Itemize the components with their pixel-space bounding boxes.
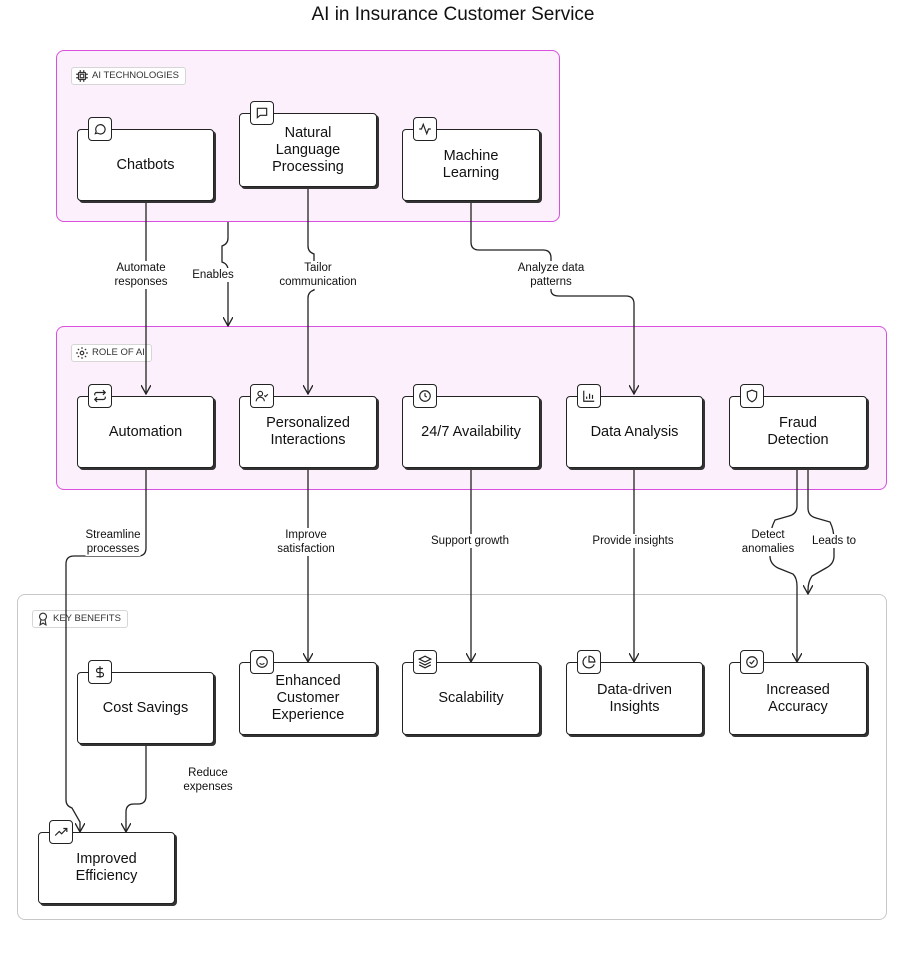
group-label-text: AI TECHNOLOGIES	[92, 70, 179, 81]
edge-label-support: Support growth	[431, 534, 509, 548]
node-personalized[interactable]: Personalized Interactions	[239, 384, 377, 468]
node-label: Automation	[108, 423, 183, 440]
trending-up-icon	[49, 820, 73, 844]
gear-icon	[76, 347, 88, 359]
node-machine-learning[interactable]: Machine Learning	[402, 117, 540, 201]
group-label-ai-technologies: AI TECHNOLOGIES	[71, 67, 186, 85]
node-scalability[interactable]: Scalability	[402, 650, 540, 735]
message-circle-icon	[88, 117, 112, 141]
edge-label-enables: Enables	[192, 268, 234, 282]
node-label: Enhanced Customer Experience	[271, 673, 345, 723]
group-label-role-of-ai: ROLE OF AI	[71, 344, 152, 362]
node-insights[interactable]: Data-driven Insights	[566, 650, 703, 735]
repeat-icon	[88, 384, 112, 408]
node-label: Improved Efficiency	[75, 851, 138, 884]
edge-fraud-accuracy	[769, 468, 797, 662]
edge-label-analyze: Analyze data patterns	[517, 261, 585, 289]
node-label: Natural Language Processing	[272, 124, 344, 175]
edge-label-tailor: Tailor communication	[279, 261, 357, 289]
clock-icon	[413, 384, 437, 408]
edge-label-automate: Automate responses	[114, 261, 168, 289]
node-nlp[interactable]: Natural Language Processing	[239, 101, 377, 187]
node-label: Data Analysis	[590, 423, 679, 440]
node-chatbots[interactable]: Chatbots	[77, 117, 214, 201]
edge-ai-technologies-role	[221, 222, 228, 326]
cpu-icon	[76, 70, 88, 82]
user-check-icon	[250, 384, 274, 408]
group-label-key-benefits: KEY BENEFITS	[32, 610, 128, 628]
node-label: Data-driven Insights	[597, 681, 672, 715]
edge-cost-efficiency	[126, 744, 147, 832]
group-label-text: KEY BENEFITS	[53, 613, 121, 624]
node-enhanced-cx[interactable]: Enhanced Customer Experience	[239, 650, 377, 735]
edge-automation-efficiency	[65, 468, 147, 832]
edge-label-streamline: Streamline processes	[85, 528, 141, 556]
dollar-sign-icon	[88, 660, 112, 684]
node-availability[interactable]: 24/7 Availability	[402, 384, 540, 468]
node-cost-savings[interactable]: Cost Savings	[77, 660, 214, 744]
node-automation[interactable]: Automation	[77, 384, 214, 468]
message-square-icon	[250, 101, 274, 125]
shield-icon	[740, 384, 764, 408]
edge-fraud-key-benefits	[808, 468, 835, 594]
node-label: Increased Accuracy	[766, 681, 830, 715]
edge-ml-data-analysis	[470, 201, 634, 394]
edge-label-provide: Provide insights	[592, 534, 674, 548]
check-circle-icon	[740, 650, 764, 674]
node-efficiency[interactable]: Improved Efficiency	[38, 820, 175, 904]
group-label-text: ROLE OF AI	[92, 347, 145, 358]
bar-chart-icon	[577, 384, 601, 408]
smile-icon	[250, 650, 274, 674]
edge-label-leads: Leads to	[811, 534, 857, 548]
node-label: Fraud Detection	[767, 415, 829, 448]
edge-label-reduce: Reduce expenses	[183, 766, 233, 794]
pie-chart-icon	[577, 650, 601, 674]
award-icon	[38, 612, 48, 626]
node-data-analysis[interactable]: Data Analysis	[566, 384, 703, 468]
activity-icon	[413, 117, 437, 141]
diagram-title: AI in Insurance Customer Service	[311, 4, 595, 25]
node-label: Scalability	[438, 690, 504, 706]
node-label: Personalized Interactions	[266, 415, 350, 448]
node-fraud-detection[interactable]: Fraud Detection	[729, 384, 867, 468]
node-label: 24/7 Availability	[421, 423, 521, 440]
layers-icon	[413, 650, 437, 674]
node-label: Chatbots	[116, 156, 175, 173]
node-label: Machine Learning	[442, 148, 500, 181]
edge-label-detect: Detect anomalies	[741, 528, 795, 556]
edge-nlp-personalized	[308, 187, 315, 394]
node-label: Cost Savings	[102, 699, 189, 716]
edge-label-improve: Improve satisfaction	[277, 528, 335, 556]
node-accuracy[interactable]: Increased Accuracy	[729, 650, 867, 735]
